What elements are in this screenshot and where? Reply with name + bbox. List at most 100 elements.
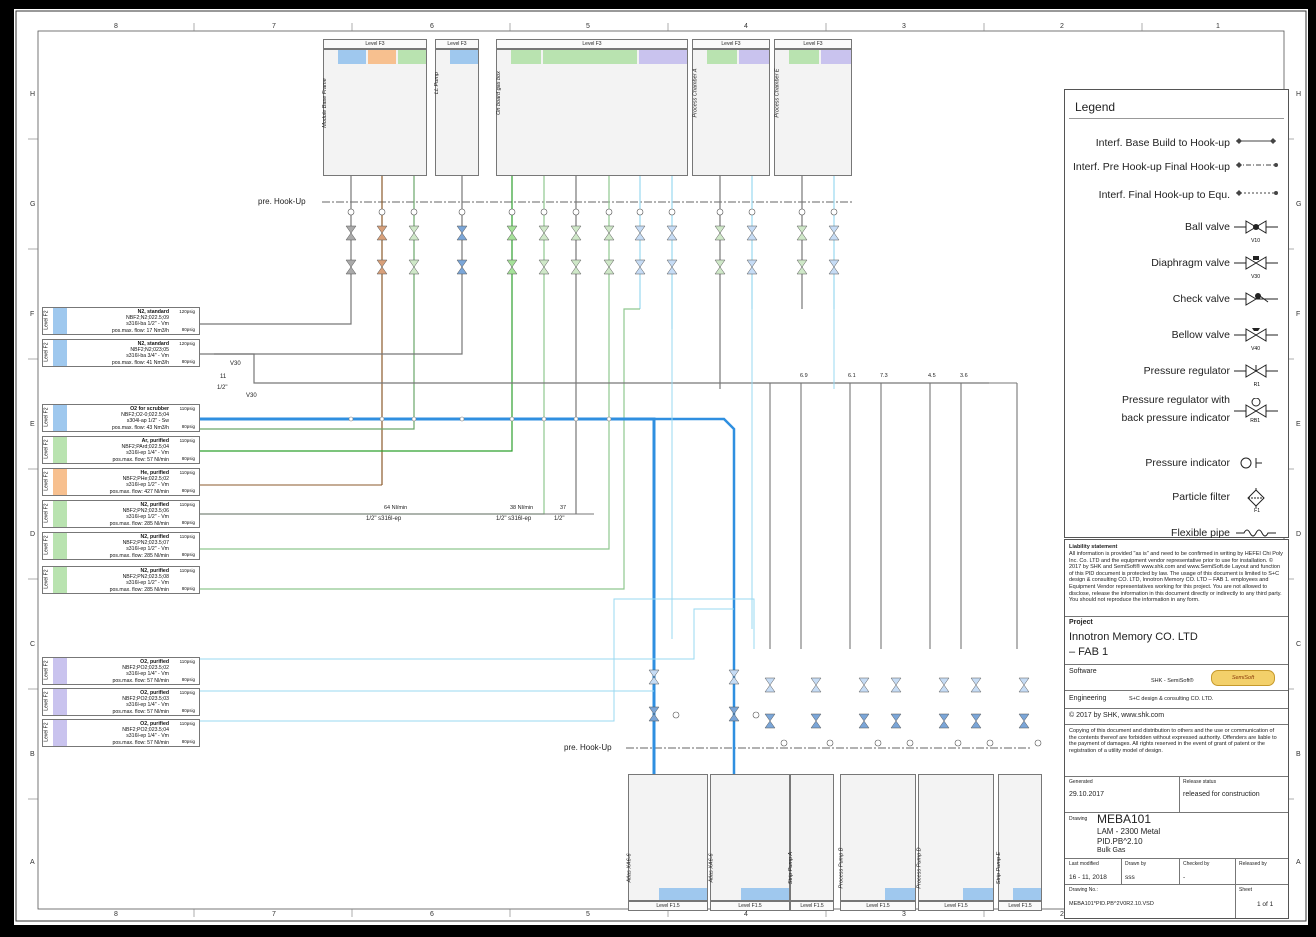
supply-level-text: Level F2 xyxy=(43,439,50,459)
pre-hookup-label: pre. Hook-Up xyxy=(258,197,306,206)
valve-icon xyxy=(796,225,808,241)
generated-value: 29.10.2017 xyxy=(1069,791,1105,798)
valve-icon xyxy=(938,713,950,729)
flow-label: 4.5 xyxy=(928,373,936,379)
liability-title: Liability statement xyxy=(1069,544,1118,550)
cabinet-atlas-1: Atlas XA6-6 xyxy=(627,774,708,901)
valve-icon xyxy=(666,225,678,241)
supply-pressure-low: 80psig xyxy=(181,586,195,591)
zone-label: 4 xyxy=(744,23,748,30)
supply-flow: pos.max. flow: 57 Nl/min xyxy=(112,456,169,463)
valve-icon xyxy=(1018,713,1030,729)
supply-color xyxy=(53,437,67,463)
valve-icon xyxy=(810,677,822,693)
cabinet-title: Atlas XA6-6 xyxy=(708,853,715,883)
supply-color xyxy=(53,405,67,431)
supply-spec: s304l-ap 1/2" - Sw xyxy=(126,418,169,425)
valve-icon xyxy=(828,259,840,275)
check-valve-icon xyxy=(1232,290,1280,312)
drawing-sheet: 8 7 6 5 4 3 2 1 8 7 6 5 4 3 2 1 H G F E … xyxy=(14,9,1308,925)
level-tag: Level F3 xyxy=(496,39,688,49)
supply-name: O2, purified xyxy=(140,659,169,665)
supply-color xyxy=(53,567,67,593)
valve-icon xyxy=(728,706,740,722)
supply-level-text: Level F2 xyxy=(43,722,50,742)
flow-label: 37 xyxy=(560,505,567,511)
legend-item: Interf. Base Build to Hook-up xyxy=(1065,134,1288,156)
supply-color xyxy=(53,469,67,495)
valve-icon xyxy=(746,259,758,275)
supply-level-text: Level F2 xyxy=(43,660,50,680)
pressure-regulator-icon xyxy=(1232,362,1280,384)
zone-label: 6 xyxy=(430,911,434,918)
zone-label: F xyxy=(1296,311,1301,318)
valve-icon xyxy=(456,225,468,241)
supply-pressure: 110psig xyxy=(179,534,195,539)
supply-name: O2, purified xyxy=(140,690,169,696)
flexible-pipe-icon xyxy=(1232,524,1280,546)
released-by-label: Released by xyxy=(1239,861,1267,867)
level-tag: Level F1.5 xyxy=(628,901,708,911)
zone-label: E xyxy=(1296,421,1301,428)
valve-icon xyxy=(634,259,646,275)
cabinet-title: Process Chamber E xyxy=(774,68,781,118)
supply-flow: pos.max. flow: 17 Nm3/h xyxy=(111,327,169,334)
pressure-indicator-icon xyxy=(458,208,466,216)
valve-icon xyxy=(408,225,420,241)
valve-icon xyxy=(810,713,822,729)
valve-icon xyxy=(858,713,870,729)
legend-label: Ball valve xyxy=(1185,221,1230,233)
cabinet-title: On board gas box xyxy=(495,71,502,115)
pressure-indicator-icon xyxy=(347,208,355,216)
supply-level-text: Level F2 xyxy=(43,535,50,555)
supply-color xyxy=(53,308,67,334)
legend-label: Interf. Base Build to Hook-up xyxy=(1095,137,1230,149)
supply-pressure-low: 80psig xyxy=(181,520,195,525)
supply-pressure-low: 80psig xyxy=(181,488,195,493)
drawing-no-label: Drawing No.: xyxy=(1069,887,1098,893)
cabinet-process-chamber-e: Process Chamber E xyxy=(774,49,852,176)
supply-pressure: 110psig xyxy=(179,568,195,573)
release-value: released for construction xyxy=(1183,791,1260,798)
supply-pressure: 110psig xyxy=(179,470,195,475)
zone-label: D xyxy=(1296,531,1302,538)
supply-pressure-low: 80psig xyxy=(181,359,195,364)
flow-label: 6.9 xyxy=(800,373,808,379)
cabinet-ll-pump: LL Pump xyxy=(434,49,479,176)
supply-color xyxy=(53,340,67,366)
level-tag: Level F1.5 xyxy=(710,901,790,911)
pressure-indicator-icon xyxy=(668,208,676,216)
pipe-spec: 1/2" s316l-ep xyxy=(496,516,532,522)
supply-name: O2 for scrubber xyxy=(130,406,169,412)
valve-icon xyxy=(538,225,550,241)
valve-icon xyxy=(506,259,518,275)
valve-icon xyxy=(408,259,420,275)
cabinet-title: Process Pump D xyxy=(916,847,923,889)
title-block: Liability statement All information is p… xyxy=(1064,539,1289,919)
cabinet-module-base-frame: Module Base Frame xyxy=(322,49,427,176)
valve-icon xyxy=(828,225,840,241)
supply-name: Ar, purified xyxy=(141,438,169,444)
supply-color xyxy=(53,720,67,746)
legend-label: Diaphragm valve xyxy=(1151,257,1230,269)
zone-label: A xyxy=(30,859,35,866)
supply-color xyxy=(53,501,67,527)
supply-level-text: Level F2 xyxy=(43,310,50,330)
pressure-indicator-icon xyxy=(605,208,613,216)
supply-flow: pos.max. flow: 43 Nm3/h xyxy=(111,424,169,431)
level-tag: Level F3 xyxy=(774,39,852,49)
